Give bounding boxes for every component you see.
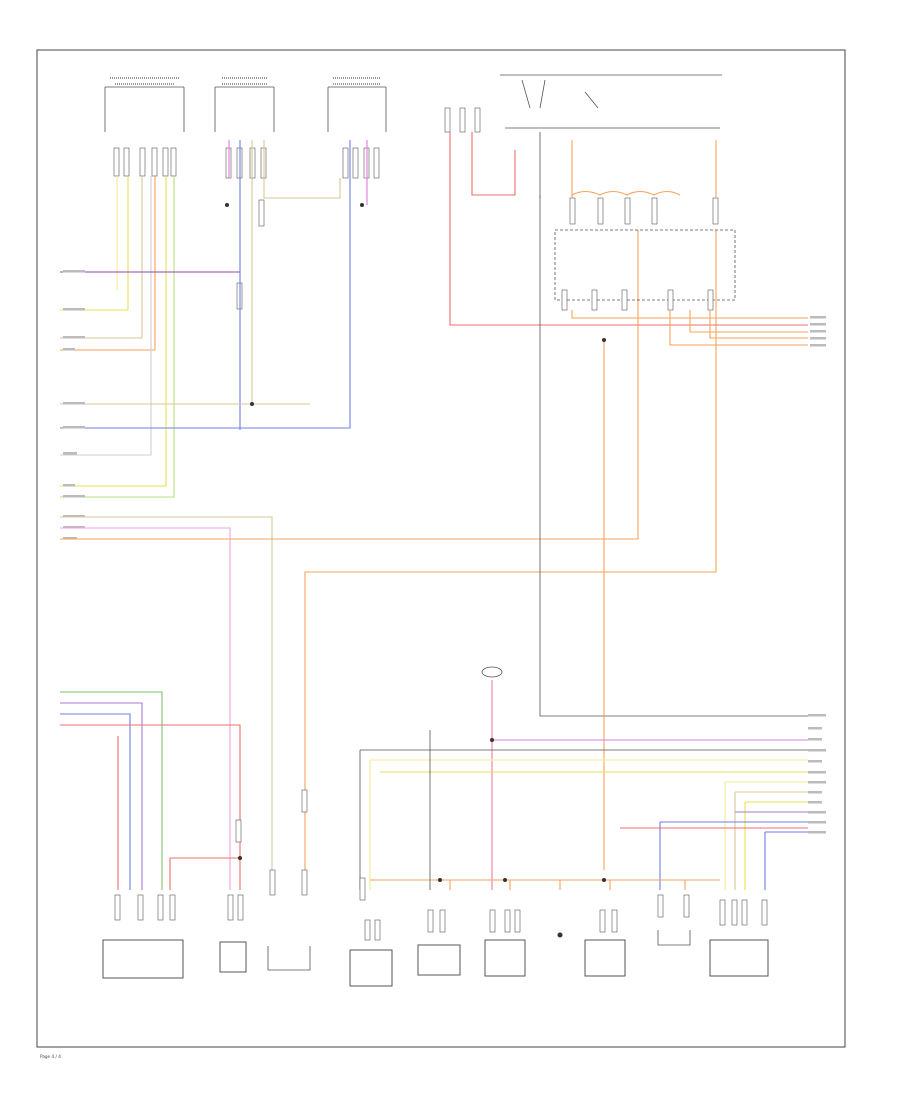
- wire-orange-long-2: [304, 230, 717, 870]
- component-module-7: [584, 909, 626, 977]
- component-module-4: [349, 877, 393, 987]
- center-connector: [481, 666, 503, 678]
- component-module-5: [417, 909, 461, 976]
- left-module-pins: [113, 147, 177, 177]
- wire-green-1: [60, 176, 175, 498]
- relay-switch-assembly: [444, 74, 722, 133]
- bottom-left-harness: [60, 691, 242, 890]
- top-module-center-right: [327, 77, 387, 132]
- page-label: Page 4 / 4: [40, 1054, 61, 1059]
- component-ground-3: [267, 789, 311, 971]
- right-edge-labels: [808, 316, 826, 834]
- top-module-center-left: [214, 77, 275, 132]
- component-module-6: [484, 909, 563, 977]
- left-edge-labels: [63, 270, 85, 540]
- wire-orange-long: [60, 230, 639, 540]
- bottom-right-bus: [359, 680, 808, 890]
- component-fuel-tank-sender: [102, 894, 184, 979]
- wire-pink-long: [60, 527, 231, 890]
- wire-tan-long: [60, 516, 273, 870]
- fuse-row: [554, 197, 736, 311]
- center-left-module-pins: [225, 147, 267, 310]
- component-fuel-tank-2: [657, 894, 691, 946]
- component-sensor-2: [219, 819, 247, 973]
- center-right-module-pins: [342, 147, 380, 179]
- wire-yellow-2: [60, 176, 167, 487]
- wire-tan-1: [60, 176, 143, 339]
- wire-yellow-1: [60, 176, 129, 311]
- wire-orange-1: [60, 176, 156, 351]
- diagram-border: [36, 49, 846, 1048]
- wire-gray-1: [60, 176, 152, 456]
- top-module-left: [104, 77, 185, 132]
- component-module-8: [709, 899, 769, 977]
